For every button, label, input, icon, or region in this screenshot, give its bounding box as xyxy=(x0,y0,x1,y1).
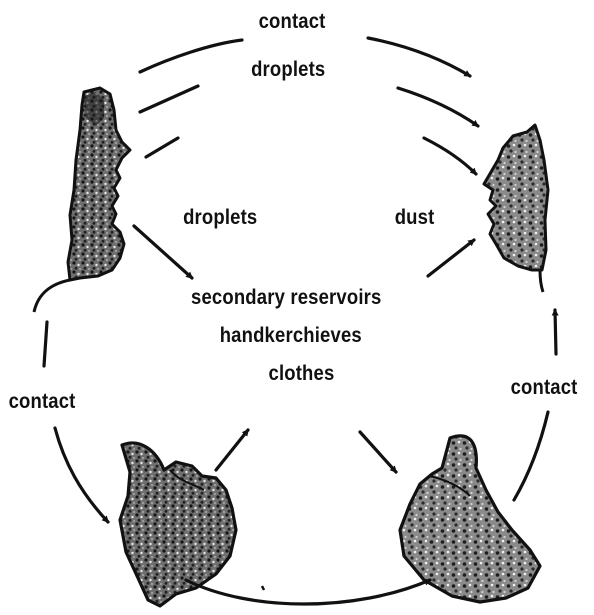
top-arc-left-segment xyxy=(140,40,242,72)
right-contact-label: contact xyxy=(511,376,578,400)
top-contact-arrow xyxy=(368,38,470,76)
right-hand-icon xyxy=(400,436,540,602)
bottom-speck xyxy=(262,586,264,590)
right-dust-label: dust xyxy=(395,206,435,230)
top-droplets-arrow-2 xyxy=(424,138,476,174)
right-face-profile-icon xyxy=(484,125,548,270)
left-contact-arrow xyxy=(55,428,108,522)
right-contact-arrow-up xyxy=(555,310,556,354)
droplets-to-reservoir-arrow xyxy=(134,226,192,278)
center-label-line2: handkerchieves xyxy=(220,324,362,348)
center-label-line3: clothes xyxy=(268,362,334,386)
droplet-spray-line-2 xyxy=(146,138,178,157)
top-contact-label: contact xyxy=(259,10,326,34)
left-neck-line xyxy=(34,280,70,312)
center-label-line1: secondary reservoirs xyxy=(191,286,381,310)
left-arc-upper xyxy=(44,322,47,366)
top-droplets-label: droplets xyxy=(251,58,325,82)
right-arc-lower xyxy=(514,412,548,500)
hand-to-reservoir-arrow xyxy=(216,430,248,470)
left-face-profile-icon xyxy=(68,88,130,280)
left-contact-label: contact xyxy=(9,390,76,414)
left-droplets-label: droplets xyxy=(183,206,257,230)
bottom-hand-to-hand-arrow xyxy=(186,580,430,604)
top-droplets-arrow-1 xyxy=(398,88,478,126)
droplet-spray-line-1 xyxy=(140,86,198,112)
reservoir-to-hand-arrow xyxy=(360,432,396,472)
dust-to-face-arrow xyxy=(428,240,474,276)
